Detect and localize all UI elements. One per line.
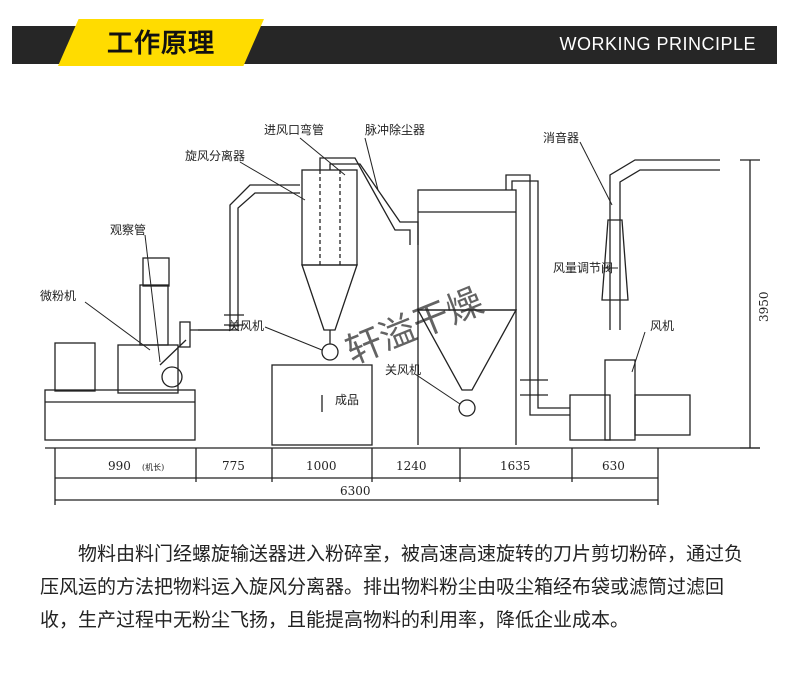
label-volume-valve: 风量调节阀 [553, 261, 613, 275]
dust-collector-hopper [416, 309, 518, 391]
dimension-5: 1635 [500, 459, 531, 473]
watermark: 轩溢干燥 [340, 281, 489, 373]
dimension-6: 630 [602, 459, 625, 473]
fan-housing [569, 394, 611, 441]
pipe-collector-to-fan [505, 174, 570, 416]
silencer-pipe [609, 159, 720, 330]
pipe-mill-to-cyclone [190, 184, 300, 331]
mill-motor [54, 342, 96, 392]
volume-valve [601, 219, 629, 301]
label-height: 3950 [757, 291, 771, 322]
mill-base [44, 389, 196, 441]
product-bin [271, 364, 373, 446]
cyclone-cone [301, 264, 358, 331]
mill-top-motor [142, 257, 170, 287]
mill-body [117, 344, 179, 394]
dimension-3: 1000 [306, 459, 337, 473]
dimension-2: 775 [222, 459, 245, 473]
description-paragraph: 物料由料门经螺旋输送器进入粉碎室，被高速高速旋转的刀片剪切粉碎，通过负压风运的方… [40, 543, 744, 631]
dimension-note: (机长) [142, 462, 164, 472]
page-title: 工作原理 [106, 29, 215, 59]
label-observation-pipe: 观察管 [110, 222, 146, 237]
page-subtitle: WORKING PRINCIPLE [559, 34, 756, 54]
label-closing-valve-1: 关风机 [228, 319, 264, 333]
fan-motor [634, 394, 691, 436]
label-fan: 风机 [650, 319, 674, 333]
label-silencer: 消音器 [543, 130, 579, 145]
closing-valve-2 [458, 399, 476, 417]
total-dimension: 6300 [340, 484, 371, 498]
mill-column [139, 284, 169, 346]
header-title-tab [58, 19, 264, 66]
mill-wheel [161, 366, 183, 388]
label-product: 成品 [335, 393, 359, 407]
dimension-4: 1240 [396, 459, 427, 473]
process-diagram: 进风口弯管 脉冲除尘器 旋风分离器 消音器 观察管 风量调节阀 微粉机 关风机 … [40, 122, 771, 505]
label-micro-mill: 微粉机 [40, 289, 76, 303]
cyclone-body [301, 169, 358, 266]
label-pulse-dust-collector: 脉冲除尘器 [365, 122, 425, 137]
dimension-1: 990 [108, 459, 131, 473]
closing-valve-1 [321, 343, 339, 361]
pipe-cyclone-to-collector [319, 157, 411, 245]
label-cyclone-separator: 旋风分离器 [185, 148, 245, 163]
label-closing-valve-2: 关风机 [385, 363, 421, 377]
label-inlet-elbow: 进风口弯管 [264, 122, 324, 137]
